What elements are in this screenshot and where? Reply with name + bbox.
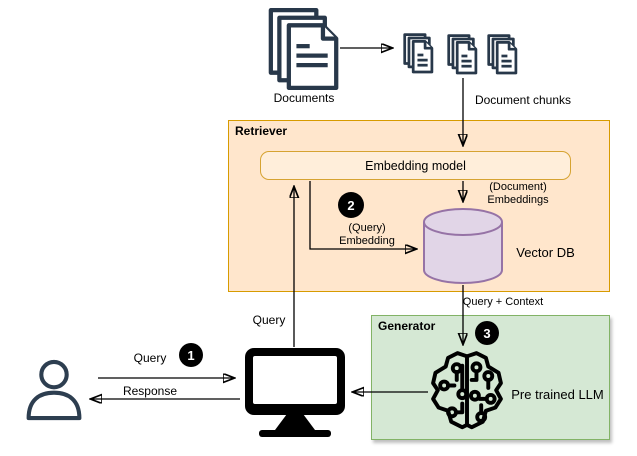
retriever-title: Retriever [235, 124, 288, 138]
embedding-model-node: Embedding model [260, 151, 571, 180]
monitor-query-label: Query [252, 313, 286, 327]
documents-label: Documents [273, 91, 335, 105]
computer-monitor-icon [245, 348, 345, 437]
query-embedding-label: (Query) Embedding [339, 222, 395, 248]
user-query-label: Query [133, 351, 167, 365]
llm-brain-icon [431, 351, 503, 430]
document-embeddings-label: (Document) Embeddings [487, 181, 549, 207]
documents-icon [268, 8, 339, 90]
generator-title: Generator [378, 319, 436, 333]
step-1-badge: 1 [179, 343, 203, 367]
document-chunks-label: Document chunks [474, 93, 572, 107]
pretrained-llm-label: Pre trained LLM [511, 387, 604, 402]
retriever-container: Retriever [228, 120, 610, 292]
vector-db-label: Vector DB [516, 245, 575, 260]
document-chunk-icon [403, 33, 434, 74]
vector-db-icon [423, 208, 503, 284]
user-icon [26, 359, 82, 421]
document-chunk-icon [447, 34, 478, 75]
step-3-badge: 3 [475, 321, 499, 345]
response-label: Response [122, 384, 178, 398]
generator-container: Generator [371, 315, 610, 440]
embedding-model-label: Embedding model [365, 158, 466, 173]
document-chunk-icon [487, 34, 518, 75]
step-2-badge: 2 [338, 192, 364, 218]
query-context-label: Query + Context [462, 296, 544, 308]
